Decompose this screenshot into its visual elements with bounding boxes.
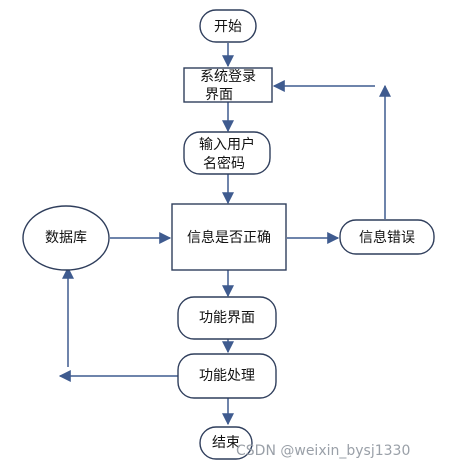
error-label: 信息错误 xyxy=(359,229,415,246)
process-label: 功能处理 xyxy=(199,368,255,384)
info-error-node: 信息错误 xyxy=(339,219,435,255)
start-node: 开始 xyxy=(199,9,257,43)
input-label-line1: 输入用户 xyxy=(199,136,255,153)
end-node: 结束 xyxy=(199,426,253,460)
function-ui-node: 功能界面 xyxy=(177,296,277,340)
input-label-line2: 名密码 xyxy=(203,155,245,172)
end-label: 结束 xyxy=(212,435,240,451)
watermark-text: CSDN @weixin_bysj1330 xyxy=(236,443,410,459)
database-node: 数据库 xyxy=(22,205,110,271)
check-info-node: 信息是否正确 xyxy=(171,203,287,271)
check-label: 信息是否正确 xyxy=(187,229,271,246)
database-label: 数据库 xyxy=(45,230,87,246)
start-label: 开始 xyxy=(214,19,242,35)
function-process-node: 功能处理 xyxy=(177,353,277,399)
login-label-line1: 系统登录 xyxy=(200,69,256,85)
login-label-line2: 界面 xyxy=(205,87,233,103)
input-credentials-node: 输入用户 名密码 xyxy=(183,131,271,175)
login-ui-node: 系统登录 界面 xyxy=(183,67,273,103)
function-ui-label: 功能界面 xyxy=(199,310,255,326)
